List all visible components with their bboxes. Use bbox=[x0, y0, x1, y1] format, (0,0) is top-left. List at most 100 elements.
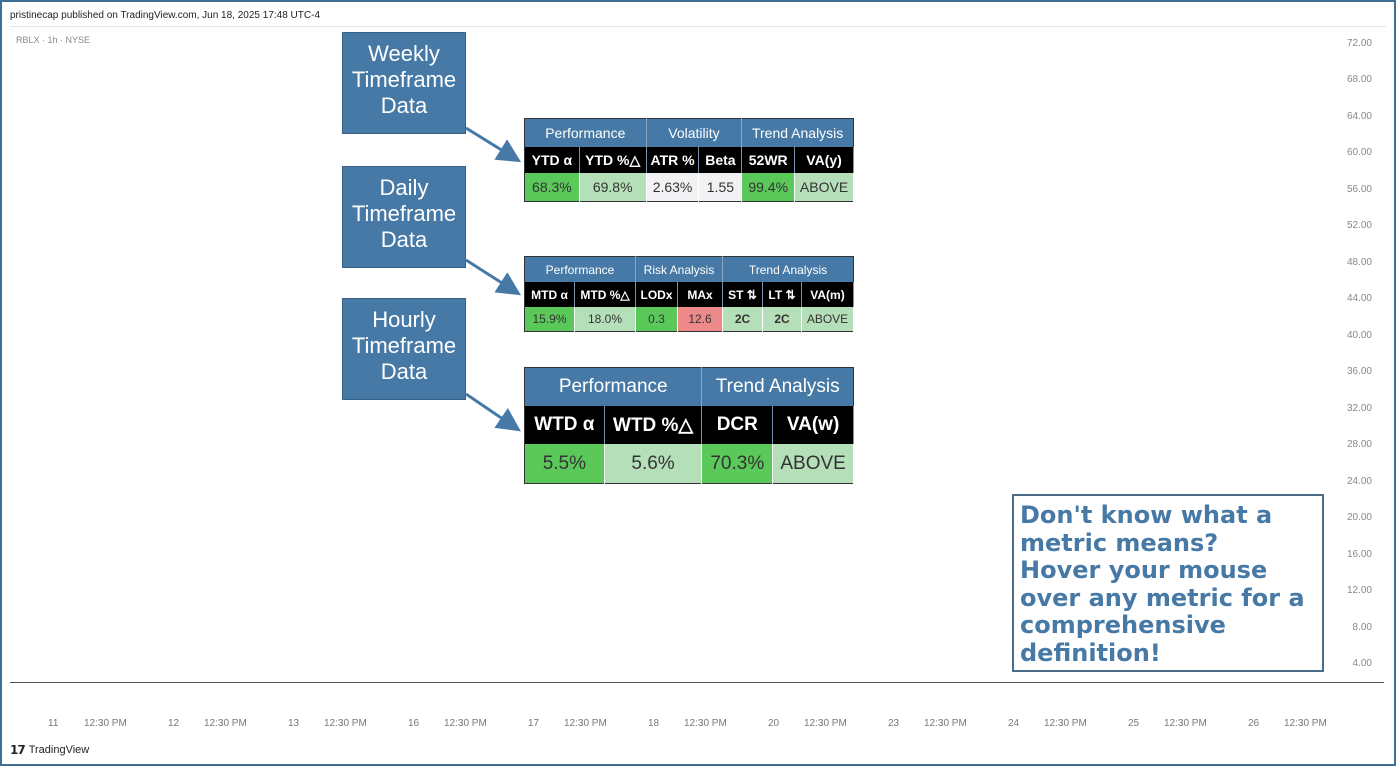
weekly-callout: Weekly Timeframe Data bbox=[342, 32, 466, 134]
group-trend-analysis: Trend Analysis bbox=[722, 256, 854, 282]
time-axis-line bbox=[10, 682, 1384, 683]
value-va-y[interactable]: ABOVE bbox=[794, 173, 854, 202]
hourly-metrics-table: Performance Trend Analysis WTD α WTD %△ … bbox=[524, 367, 854, 484]
time-tick: 12:30 PM bbox=[804, 718, 847, 729]
price-tick: 4.00 bbox=[1352, 658, 1372, 669]
time-tick: 13 bbox=[288, 718, 300, 729]
metric-st[interactable]: ST ⇅ bbox=[722, 282, 763, 307]
price-tick: 56.00 bbox=[1346, 184, 1372, 195]
time-tick: 16 bbox=[408, 718, 420, 729]
group-performance: Performance bbox=[524, 256, 636, 282]
time-tick: 18 bbox=[648, 718, 660, 729]
value-beta[interactable]: 1.55 bbox=[698, 173, 743, 202]
value-max[interactable]: 12.6 bbox=[677, 307, 723, 332]
price-tick: 8.00 bbox=[1352, 622, 1372, 633]
value-wtd-change[interactable]: 5.6% bbox=[604, 444, 703, 484]
price-tick: 44.00 bbox=[1346, 293, 1372, 304]
value-va-w[interactable]: ABOVE bbox=[772, 444, 854, 484]
value-dcr[interactable]: 70.3% bbox=[701, 444, 774, 484]
hover-hint-note: Don't know what a metric means? Hover yo… bbox=[1012, 494, 1324, 672]
daily-metrics-table: Performance Risk Analysis Trend Analysis… bbox=[524, 256, 854, 332]
group-volatility: Volatility bbox=[646, 118, 743, 147]
value-st[interactable]: 2C bbox=[722, 307, 763, 332]
metric-va-w[interactable]: VA(w) bbox=[772, 406, 854, 444]
time-tick: 23 bbox=[888, 718, 900, 729]
value-atr[interactable]: 2.63% bbox=[646, 173, 700, 202]
metric-lt[interactable]: LT ⇅ bbox=[762, 282, 802, 307]
value-lodx[interactable]: 0.3 bbox=[635, 307, 678, 332]
hourly-arrow bbox=[465, 392, 521, 432]
group-trend-analysis: Trend Analysis bbox=[701, 367, 854, 406]
price-tick: 36.00 bbox=[1346, 366, 1372, 377]
price-tick: 72.00 bbox=[1346, 38, 1372, 49]
metric-max[interactable]: MAx bbox=[677, 282, 723, 307]
metric-dcr[interactable]: DCR bbox=[701, 406, 774, 444]
value-wtd-alpha[interactable]: 5.5% bbox=[524, 444, 605, 484]
value-52wr[interactable]: 99.4% bbox=[741, 173, 796, 202]
time-tick: 26 bbox=[1248, 718, 1260, 729]
hint-line: comprehensive bbox=[1020, 611, 1226, 639]
hint-line: definition! bbox=[1020, 638, 1161, 667]
metric-beta[interactable]: Beta bbox=[698, 147, 743, 173]
metric-lodx[interactable]: LODx bbox=[635, 282, 678, 307]
time-tick: 12 bbox=[168, 718, 180, 729]
metric-52wr[interactable]: 52WR bbox=[741, 147, 796, 173]
hint-line: metric means? bbox=[1020, 528, 1219, 557]
callout-line: Data bbox=[380, 93, 428, 118]
price-tick: 52.00 bbox=[1346, 220, 1372, 231]
value-ytd-change[interactable]: 69.8% bbox=[579, 173, 647, 202]
price-tick: 24.00 bbox=[1346, 476, 1372, 487]
metric-atr[interactable]: ATR % bbox=[646, 147, 700, 173]
value-va-m[interactable]: ABOVE bbox=[801, 307, 854, 332]
hourly-callout: Hourly Timeframe Data bbox=[342, 298, 466, 400]
time-tick: 25 bbox=[1128, 718, 1140, 729]
metric-va-m[interactable]: VA(m) bbox=[801, 282, 854, 307]
callout-line: Hourly bbox=[372, 307, 436, 332]
time-tick: 11 bbox=[48, 718, 59, 729]
tradingview-logo[interactable]: 𝟭𝟳 TradingView bbox=[10, 743, 89, 757]
price-tick: 40.00 bbox=[1346, 330, 1372, 341]
price-tick: 68.00 bbox=[1346, 74, 1372, 85]
value-mtd-alpha[interactable]: 15.9% bbox=[524, 307, 575, 332]
time-tick: 12:30 PM bbox=[1044, 718, 1087, 729]
time-tick: 20 bbox=[768, 718, 780, 729]
group-performance: Performance bbox=[524, 118, 647, 147]
price-tick: 32.00 bbox=[1346, 403, 1372, 414]
metric-ytd-alpha[interactable]: YTD α bbox=[524, 147, 580, 173]
time-tick: 12:30 PM bbox=[924, 718, 967, 729]
metric-va-y[interactable]: VA(y) bbox=[794, 147, 854, 173]
price-tick: 28.00 bbox=[1346, 439, 1372, 450]
time-tick: 12:30 PM bbox=[564, 718, 607, 729]
price-tick: 20.00 bbox=[1346, 512, 1372, 523]
metric-wtd-change[interactable]: WTD %△ bbox=[604, 406, 703, 444]
hint-line: Hover your mouse bbox=[1020, 556, 1268, 584]
hint-line: over any metric for a bbox=[1020, 583, 1305, 612]
price-tick: 16.00 bbox=[1346, 549, 1372, 560]
value-lt[interactable]: 2C bbox=[762, 307, 802, 332]
metric-mtd-change[interactable]: MTD %△ bbox=[574, 282, 636, 307]
group-trend-analysis: Trend Analysis bbox=[741, 118, 854, 147]
metric-wtd-alpha[interactable]: WTD α bbox=[524, 406, 605, 444]
time-tick: 12:30 PM bbox=[684, 718, 727, 729]
callout-line: Timeframe bbox=[351, 67, 457, 92]
callout-line: Daily bbox=[379, 175, 429, 200]
symbol-label: RBLX · 1h · NYSE bbox=[16, 35, 91, 45]
callout-line: Timeframe bbox=[351, 201, 457, 226]
metric-mtd-alpha[interactable]: MTD α bbox=[524, 282, 575, 307]
weekly-arrow bbox=[465, 126, 522, 163]
time-tick: 12:30 PM bbox=[1164, 718, 1207, 729]
price-axis[interactable]: 72.00 68.00 64.00 60.00 56.00 52.00 48.0… bbox=[1332, 32, 1382, 682]
group-risk-analysis: Risk Analysis bbox=[635, 256, 723, 282]
group-performance: Performance bbox=[524, 367, 703, 406]
callout-line: Timeframe bbox=[351, 333, 457, 358]
time-tick: 12:30 PM bbox=[84, 718, 127, 729]
time-tick: 12:30 PM bbox=[324, 718, 367, 729]
value-mtd-change[interactable]: 18.0% bbox=[574, 307, 636, 332]
weekly-metrics-table: Performance Volatility Trend Analysis YT… bbox=[524, 118, 854, 202]
value-ytd-alpha[interactable]: 68.3% bbox=[524, 173, 580, 202]
time-tick: 12:30 PM bbox=[1284, 718, 1327, 729]
metric-ytd-change[interactable]: YTD %△ bbox=[579, 147, 647, 173]
price-tick: 48.00 bbox=[1346, 257, 1372, 268]
time-tick: 24 bbox=[1008, 718, 1020, 729]
